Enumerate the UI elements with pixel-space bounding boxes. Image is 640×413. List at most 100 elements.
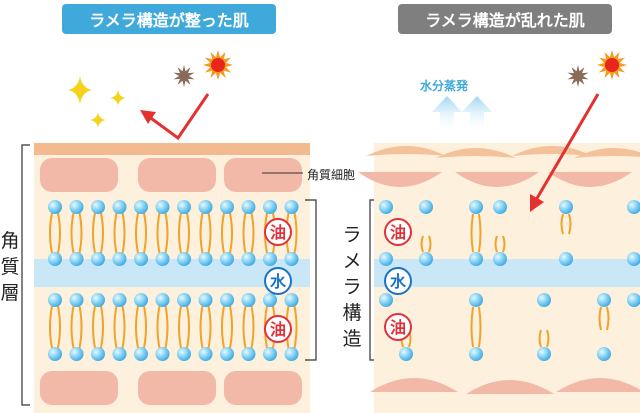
lamellar-bracket-left [305,199,317,361]
corneocyte [40,158,118,192]
lipid-head [379,293,393,307]
lipid-tail [186,305,190,349]
lipid-head [91,347,105,361]
lipid-tail [49,305,53,349]
lipid-head [537,347,551,361]
oil-icon [384,218,412,246]
lipid-head [220,347,234,361]
lipid-head [91,293,105,307]
lipid-head [198,293,213,307]
lipid-head [419,252,433,266]
lipid-tail [164,305,169,349]
lipid-head [48,293,62,307]
right-skin-block [358,143,640,413]
lipid-tail [143,305,147,349]
lipid-head [220,293,234,307]
lipid-tail [221,212,225,254]
lipid-tail [560,213,572,235]
lipid-head [177,200,191,214]
lipid-head [263,293,277,307]
oil-icon [264,315,292,343]
lipid-tail [470,306,482,348]
uv-star-icon-right [567,65,589,87]
lipid-head [69,200,84,214]
lipid-head [91,200,105,214]
lipid-tail [207,305,212,349]
lipid-tail [250,212,255,254]
uv-arrow-penetrating [530,93,600,212]
lipid-tail [92,212,96,254]
lipid-tail [100,212,104,254]
lipid-head [627,293,640,307]
oil-icon [384,313,412,341]
lipid-tail [186,212,190,254]
lipid-head [155,252,170,266]
corneocyte [556,378,640,392]
evaporation-label: 水分蒸発 [420,79,469,93]
sparkle-icons [68,76,126,128]
lipid-tail [57,305,61,349]
lipid-head [177,293,191,307]
lipid-tail [70,212,75,254]
lipid-tail [250,305,255,349]
lipid-tail [70,305,75,349]
lipid-head [627,252,640,266]
lipid-tail [420,235,432,253]
lipid-head [134,200,148,214]
left-lipid-bilayers [48,200,299,361]
left-bracket [21,144,30,406]
water-icon [384,267,412,295]
right-panel-title: ラメラ構造が乱れた肌 [398,4,612,34]
lipid-head [241,293,256,307]
lipid-head [379,252,393,266]
right-corneocytes [358,146,640,394]
lipid-head [69,347,84,361]
lipid-head [155,293,170,307]
evap-arrow-right [462,96,492,130]
lipid-head [469,252,483,266]
lipid-tail [164,212,169,254]
lipid-head [48,347,62,361]
uv-arrow-reflected [140,93,210,141]
lipid-head [284,347,299,361]
mark-label: 油 [390,318,406,337]
lipid-head [112,293,127,307]
corneocyte [138,371,216,405]
lipid-tail [100,305,104,349]
sun-icon-left [203,50,233,80]
water-icon [264,267,292,295]
left-skin-block [34,143,310,413]
lipid-head [220,200,234,214]
lipid-head [241,200,256,214]
corneocyte [224,158,302,192]
lipid-head [284,293,299,307]
lipid-tail [156,212,161,254]
lipid-tail [178,305,182,349]
lipid-tail [470,213,482,253]
corneocyte [358,172,442,187]
mark-label: 油 [390,223,406,242]
lipid-tail [207,212,212,254]
lipid-head [134,347,148,361]
lipid-head [379,200,393,214]
corneocyte-fragment [574,148,640,158]
lipid-head [69,293,84,307]
lipid-head [112,252,127,266]
lipid-tail [229,212,233,254]
lipid-tail [135,305,139,349]
lipid-head [284,200,299,214]
sparkle-icon [90,112,106,128]
lipid-head [198,347,213,361]
lipid-head [493,200,507,214]
left-surface-layer [34,143,310,155]
corneocyte-label: 角質細胞 [307,168,356,182]
lipid-head [399,347,413,361]
lipid-tail [538,329,550,348]
lipid-head [241,347,256,361]
mark-label: 水 [390,272,407,291]
left-corneocytes [40,158,302,405]
corneocyte-fragment [512,146,592,156]
lipid-head [419,200,433,214]
